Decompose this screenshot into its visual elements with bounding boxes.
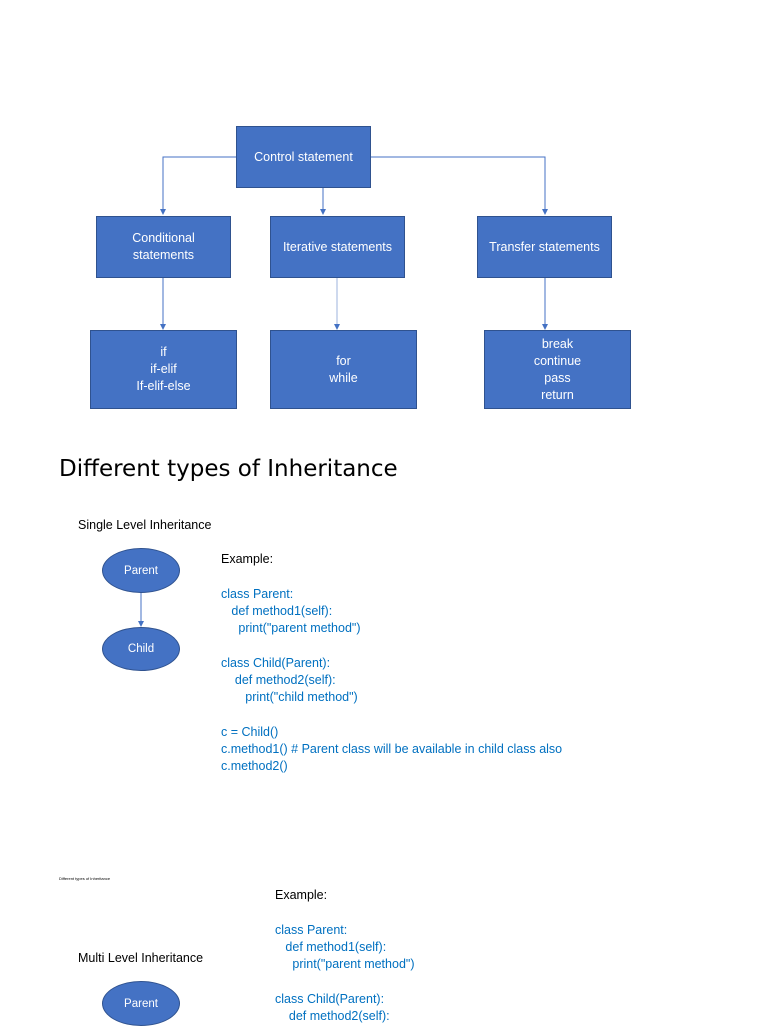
multi-level-title: Multi Level Inheritance	[78, 951, 204, 965]
single-level-title: Single Level Inheritance	[78, 518, 212, 532]
multi-small-heading: Different types of Inheritance	[59, 876, 111, 881]
node-transfer-items: break continue pass return	[484, 330, 631, 409]
node-iterative-items: for while	[270, 330, 417, 409]
node-conditional-items: if if-elif If-elif-else	[90, 330, 237, 409]
node-iterative-statements: Iterative statements	[270, 216, 405, 278]
single-parent-node: Parent	[102, 548, 180, 593]
multi-example-label: Example:	[275, 888, 328, 902]
multi-code-block: class Parent: def method1(self): print("…	[275, 923, 415, 1024]
multi-parent-node: Parent	[102, 981, 180, 1026]
connector-root-transfer	[370, 156, 548, 215]
node-conditional-statements: Conditional statements	[96, 216, 231, 278]
node-transfer-statements: Transfer statements	[477, 216, 612, 278]
single-child-node: Child	[102, 627, 180, 671]
node-control-statement: Control statement	[236, 126, 371, 188]
single-code-block: class Parent: def method1(self): print("…	[221, 587, 563, 774]
connector-root-conditional	[160, 156, 236, 215]
single-example-label: Example:	[221, 552, 274, 566]
inheritance-heading: Different types of Inheritance	[59, 456, 398, 482]
